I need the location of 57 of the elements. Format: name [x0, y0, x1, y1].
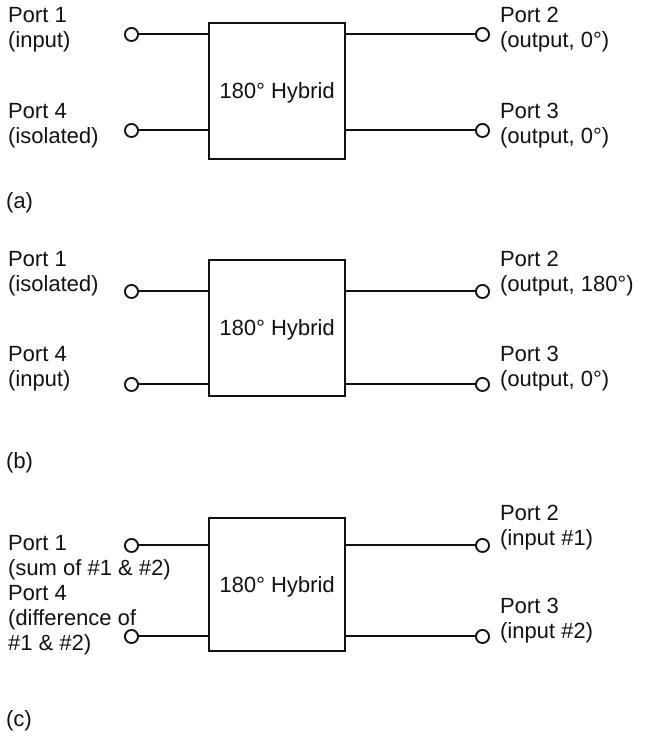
box-label: 180° Hybrid [219, 315, 335, 341]
connector-line [346, 129, 476, 131]
port-terminal [124, 376, 138, 392]
port-terminal [474, 284, 490, 298]
port-terminal [474, 26, 490, 42]
port-role: (input) [8, 27, 72, 52]
port-role: (output, 0°) [500, 27, 610, 52]
connector-line [138, 129, 208, 131]
port-role: (difference of #1 & #2) [8, 605, 138, 655]
port-role: (input) [8, 366, 72, 391]
port-name: Port 3 [500, 98, 559, 123]
port-role: (isolated) [8, 271, 100, 296]
panel-label: (c) [6, 706, 32, 731]
connector-line [138, 383, 208, 385]
panel-label: (b) [6, 448, 33, 473]
port-role: (input #1) [500, 525, 593, 550]
port-terminal [474, 538, 490, 552]
port-terminal [124, 538, 138, 552]
hybrid-box [208, 259, 346, 397]
port-name: Port 1 [8, 530, 68, 555]
port-role: (output, 180°) [500, 271, 634, 296]
box-label: 180° Hybrid [219, 572, 335, 598]
port-terminal [124, 26, 138, 42]
connector-line [138, 544, 208, 546]
port-name: Port 1 [8, 246, 68, 271]
port-name: Port 3 [500, 341, 559, 366]
port-name: Port 4 [8, 580, 68, 605]
connector-line [346, 383, 476, 385]
port-name: Port 2 [500, 246, 559, 271]
panel-label: (a) [6, 188, 33, 213]
port-terminal [474, 122, 490, 138]
port-role: (sum of #1 & #2) [8, 555, 172, 580]
connector-line [138, 290, 208, 292]
port-name: Port 4 [8, 341, 68, 366]
port-role: (input #2) [500, 618, 593, 643]
box-label: 180° Hybrid [219, 78, 335, 104]
port-name: Port 4 [8, 98, 68, 123]
port-name: Port 2 [500, 2, 559, 27]
connector-line [346, 33, 476, 35]
port-name: Port 1 [8, 2, 68, 27]
port-terminal [124, 628, 138, 644]
port-terminal [474, 376, 490, 392]
port-terminal [124, 284, 138, 298]
port-name: Port 3 [500, 593, 559, 618]
hybrid-box [208, 517, 346, 652]
connector-line [346, 635, 476, 637]
port-role: (output, 0°) [500, 366, 610, 391]
connector-line [346, 290, 476, 292]
port-role: (isolated) [8, 123, 100, 148]
port-role: (output, 0°) [500, 123, 610, 148]
port-terminal [124, 122, 138, 138]
connector-line [346, 544, 476, 546]
port-name: Port 2 [500, 500, 559, 525]
connector-line [138, 635, 208, 637]
connector-line [138, 33, 208, 35]
port-terminal [474, 628, 490, 644]
hybrid-box [208, 22, 346, 160]
